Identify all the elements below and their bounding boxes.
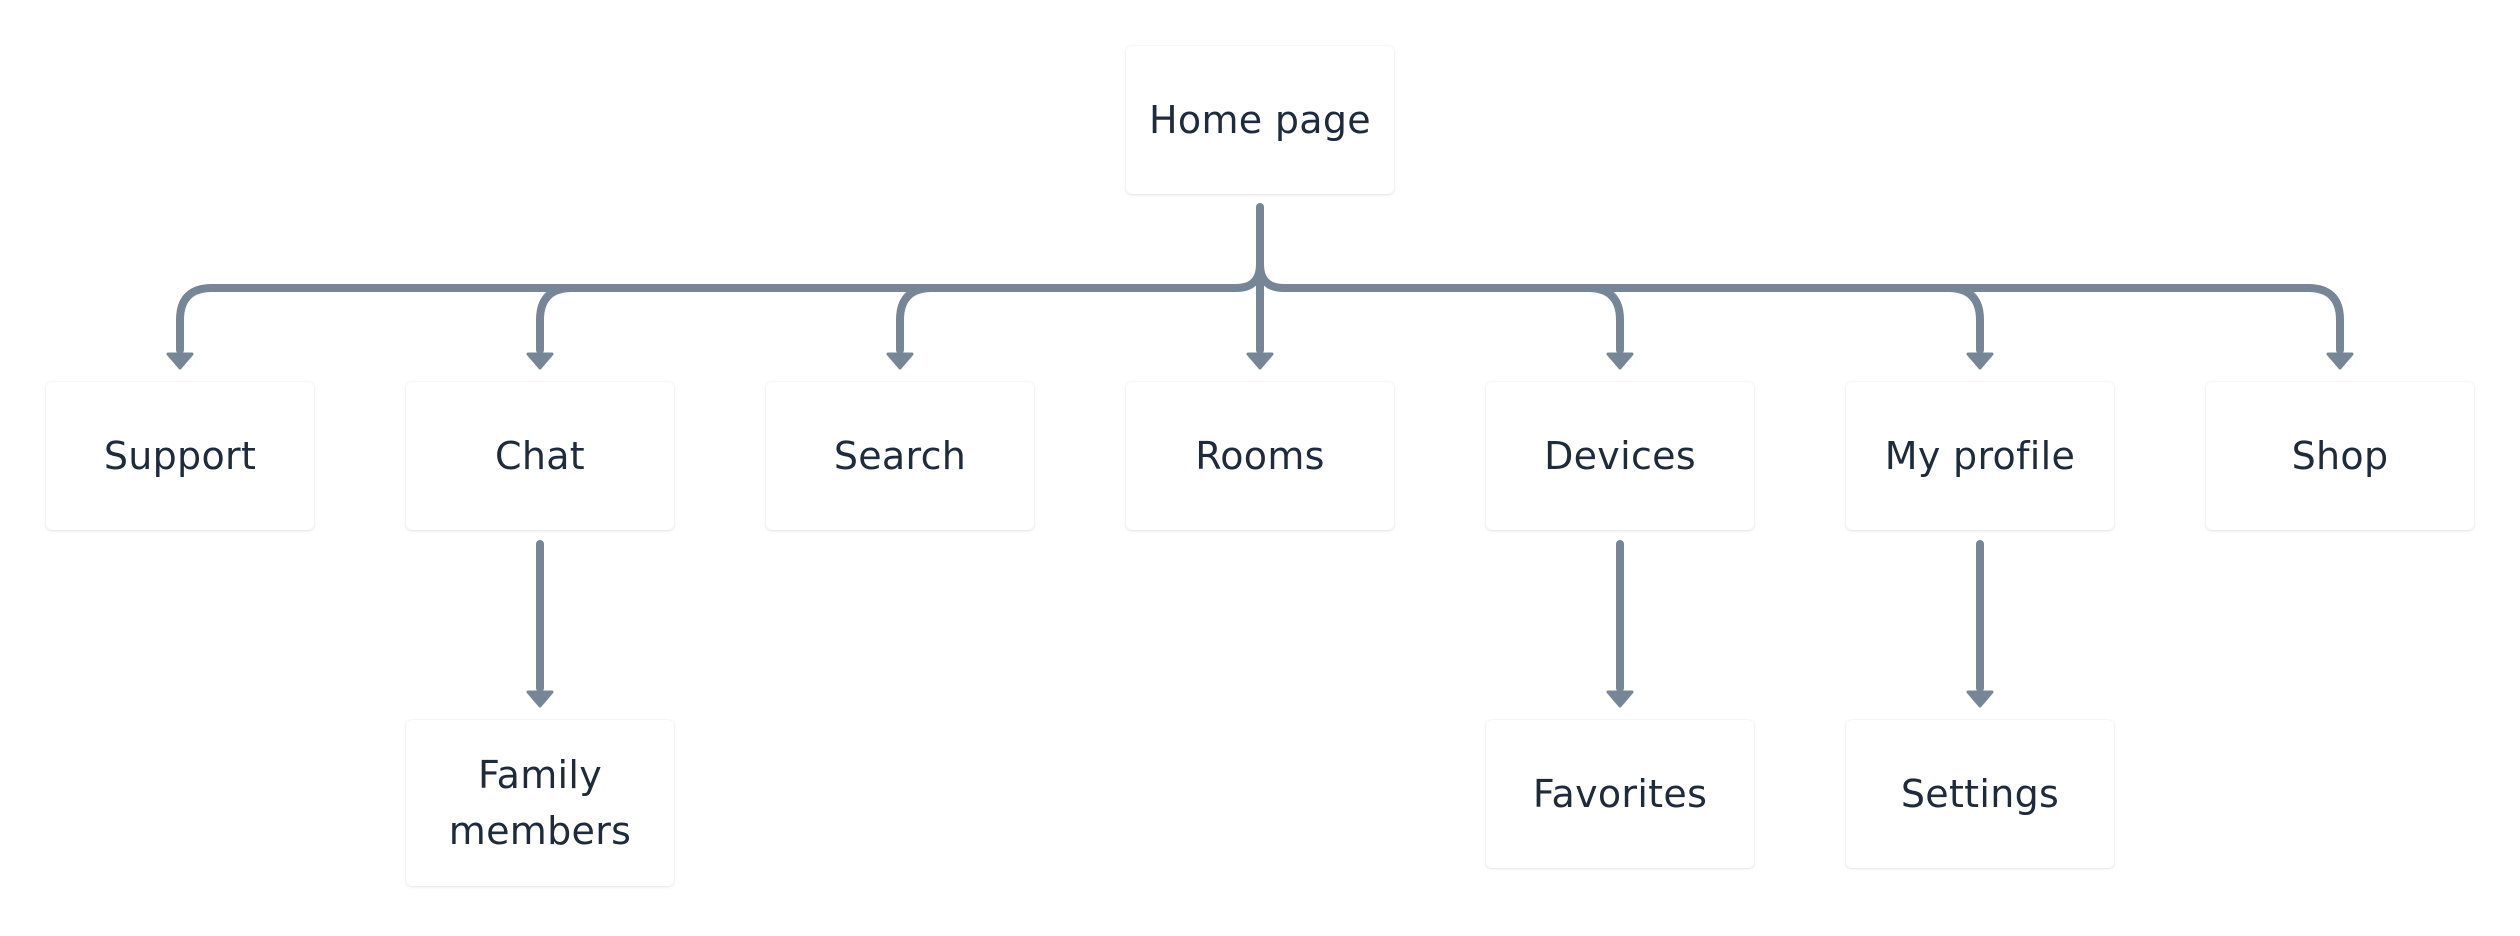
arrowhead-devices: [1606, 352, 1634, 370]
node-label: Home page: [1149, 98, 1371, 142]
node-my-profile: My profile: [1846, 382, 2114, 530]
node-chat: Chat: [406, 382, 674, 530]
arrowhead-shop: [2326, 352, 2354, 370]
node-family-members: Family members: [406, 720, 674, 886]
node-settings: Settings: [1846, 720, 2114, 868]
arrowhead-search: [886, 352, 914, 370]
node-devices: Devices: [1486, 382, 1754, 530]
arrowhead-settings: [1966, 690, 1994, 708]
node-label: My profile: [1884, 434, 2076, 478]
node-label: Favorites: [1532, 772, 1708, 816]
arrowhead-family-members: [526, 690, 554, 708]
node-label: Settings: [1900, 772, 2060, 816]
node-label: Search: [833, 434, 967, 478]
arrowhead-rooms: [1246, 352, 1274, 370]
node-favorites: Favorites: [1486, 720, 1754, 868]
arrowhead-my-profile: [1966, 352, 1994, 370]
node-label: Chat: [494, 434, 585, 478]
connector-to-support: [176, 260, 1264, 354]
connector-to-my-profile: [1944, 284, 1984, 354]
node-home-page: Home page: [1126, 46, 1394, 194]
connector-to-devices: [1584, 284, 1624, 354]
node-label: Shop: [2291, 434, 2389, 478]
connector-to-chat: [536, 284, 576, 354]
node-label: Rooms: [1195, 434, 1325, 478]
node-rooms: Rooms: [1126, 382, 1394, 530]
connector-to-shop: [1256, 260, 2344, 354]
arrowhead-support: [166, 352, 194, 370]
connector-to-search: [896, 284, 936, 354]
node-shop: Shop: [2206, 382, 2474, 530]
arrowhead-favorites: [1606, 690, 1634, 708]
node-search: Search: [766, 382, 1034, 530]
node-support: Support: [46, 382, 314, 530]
node-label: Family members: [448, 753, 632, 853]
node-label: Support: [103, 434, 257, 478]
arrowhead-chat: [526, 352, 554, 370]
node-label: Devices: [1544, 434, 1696, 478]
